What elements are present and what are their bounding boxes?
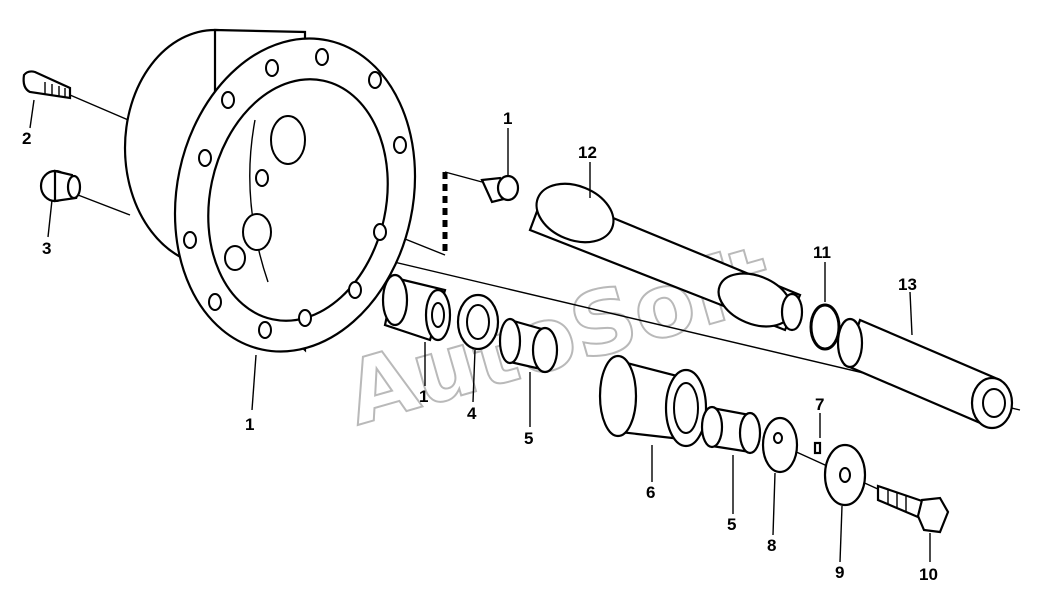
sleeve-part-13: [836, 317, 1014, 430]
pin-part-7: [813, 441, 822, 455]
differential-housing: [123, 28, 417, 353]
callout-1-bushing-lower: 1: [419, 387, 428, 406]
callout-8: 8: [767, 536, 776, 555]
bushing-lower: [381, 273, 452, 342]
callout-1-housing: 1: [245, 415, 254, 434]
small-gear-left-part-5: [498, 317, 559, 374]
callout-4: 4: [467, 404, 477, 423]
small-gear-right-part-5: [700, 405, 762, 455]
plug-part-3: [39, 169, 82, 203]
callout-5-left: 5: [524, 429, 533, 448]
callout-6: 6: [646, 483, 655, 502]
thrust-washer-part-8: [761, 416, 799, 474]
bolt-part-10: [876, 484, 950, 534]
circlip-part-11: [809, 303, 841, 351]
callout-1-bushing-upper: 1: [503, 109, 512, 128]
large-gear-part-6: [598, 354, 708, 448]
callout-12: 12: [578, 143, 597, 162]
leader-lines: [29, 99, 931, 563]
callout-9: 9: [835, 563, 844, 582]
washer-part-9: [823, 443, 867, 507]
callout-13: 13: [898, 275, 917, 294]
screw-part-2: [22, 70, 72, 100]
callout-7: 7: [815, 395, 824, 414]
callout-5-right: 5: [727, 515, 736, 534]
spline-shaft-part-12: [528, 182, 804, 332]
washer-part-4: [456, 293, 500, 351]
bushing-upper: [480, 174, 520, 204]
callout-10: 10: [919, 565, 938, 584]
callout-11: 11: [813, 243, 831, 262]
callout-2: 2: [22, 129, 31, 148]
callout-3: 3: [42, 239, 51, 258]
